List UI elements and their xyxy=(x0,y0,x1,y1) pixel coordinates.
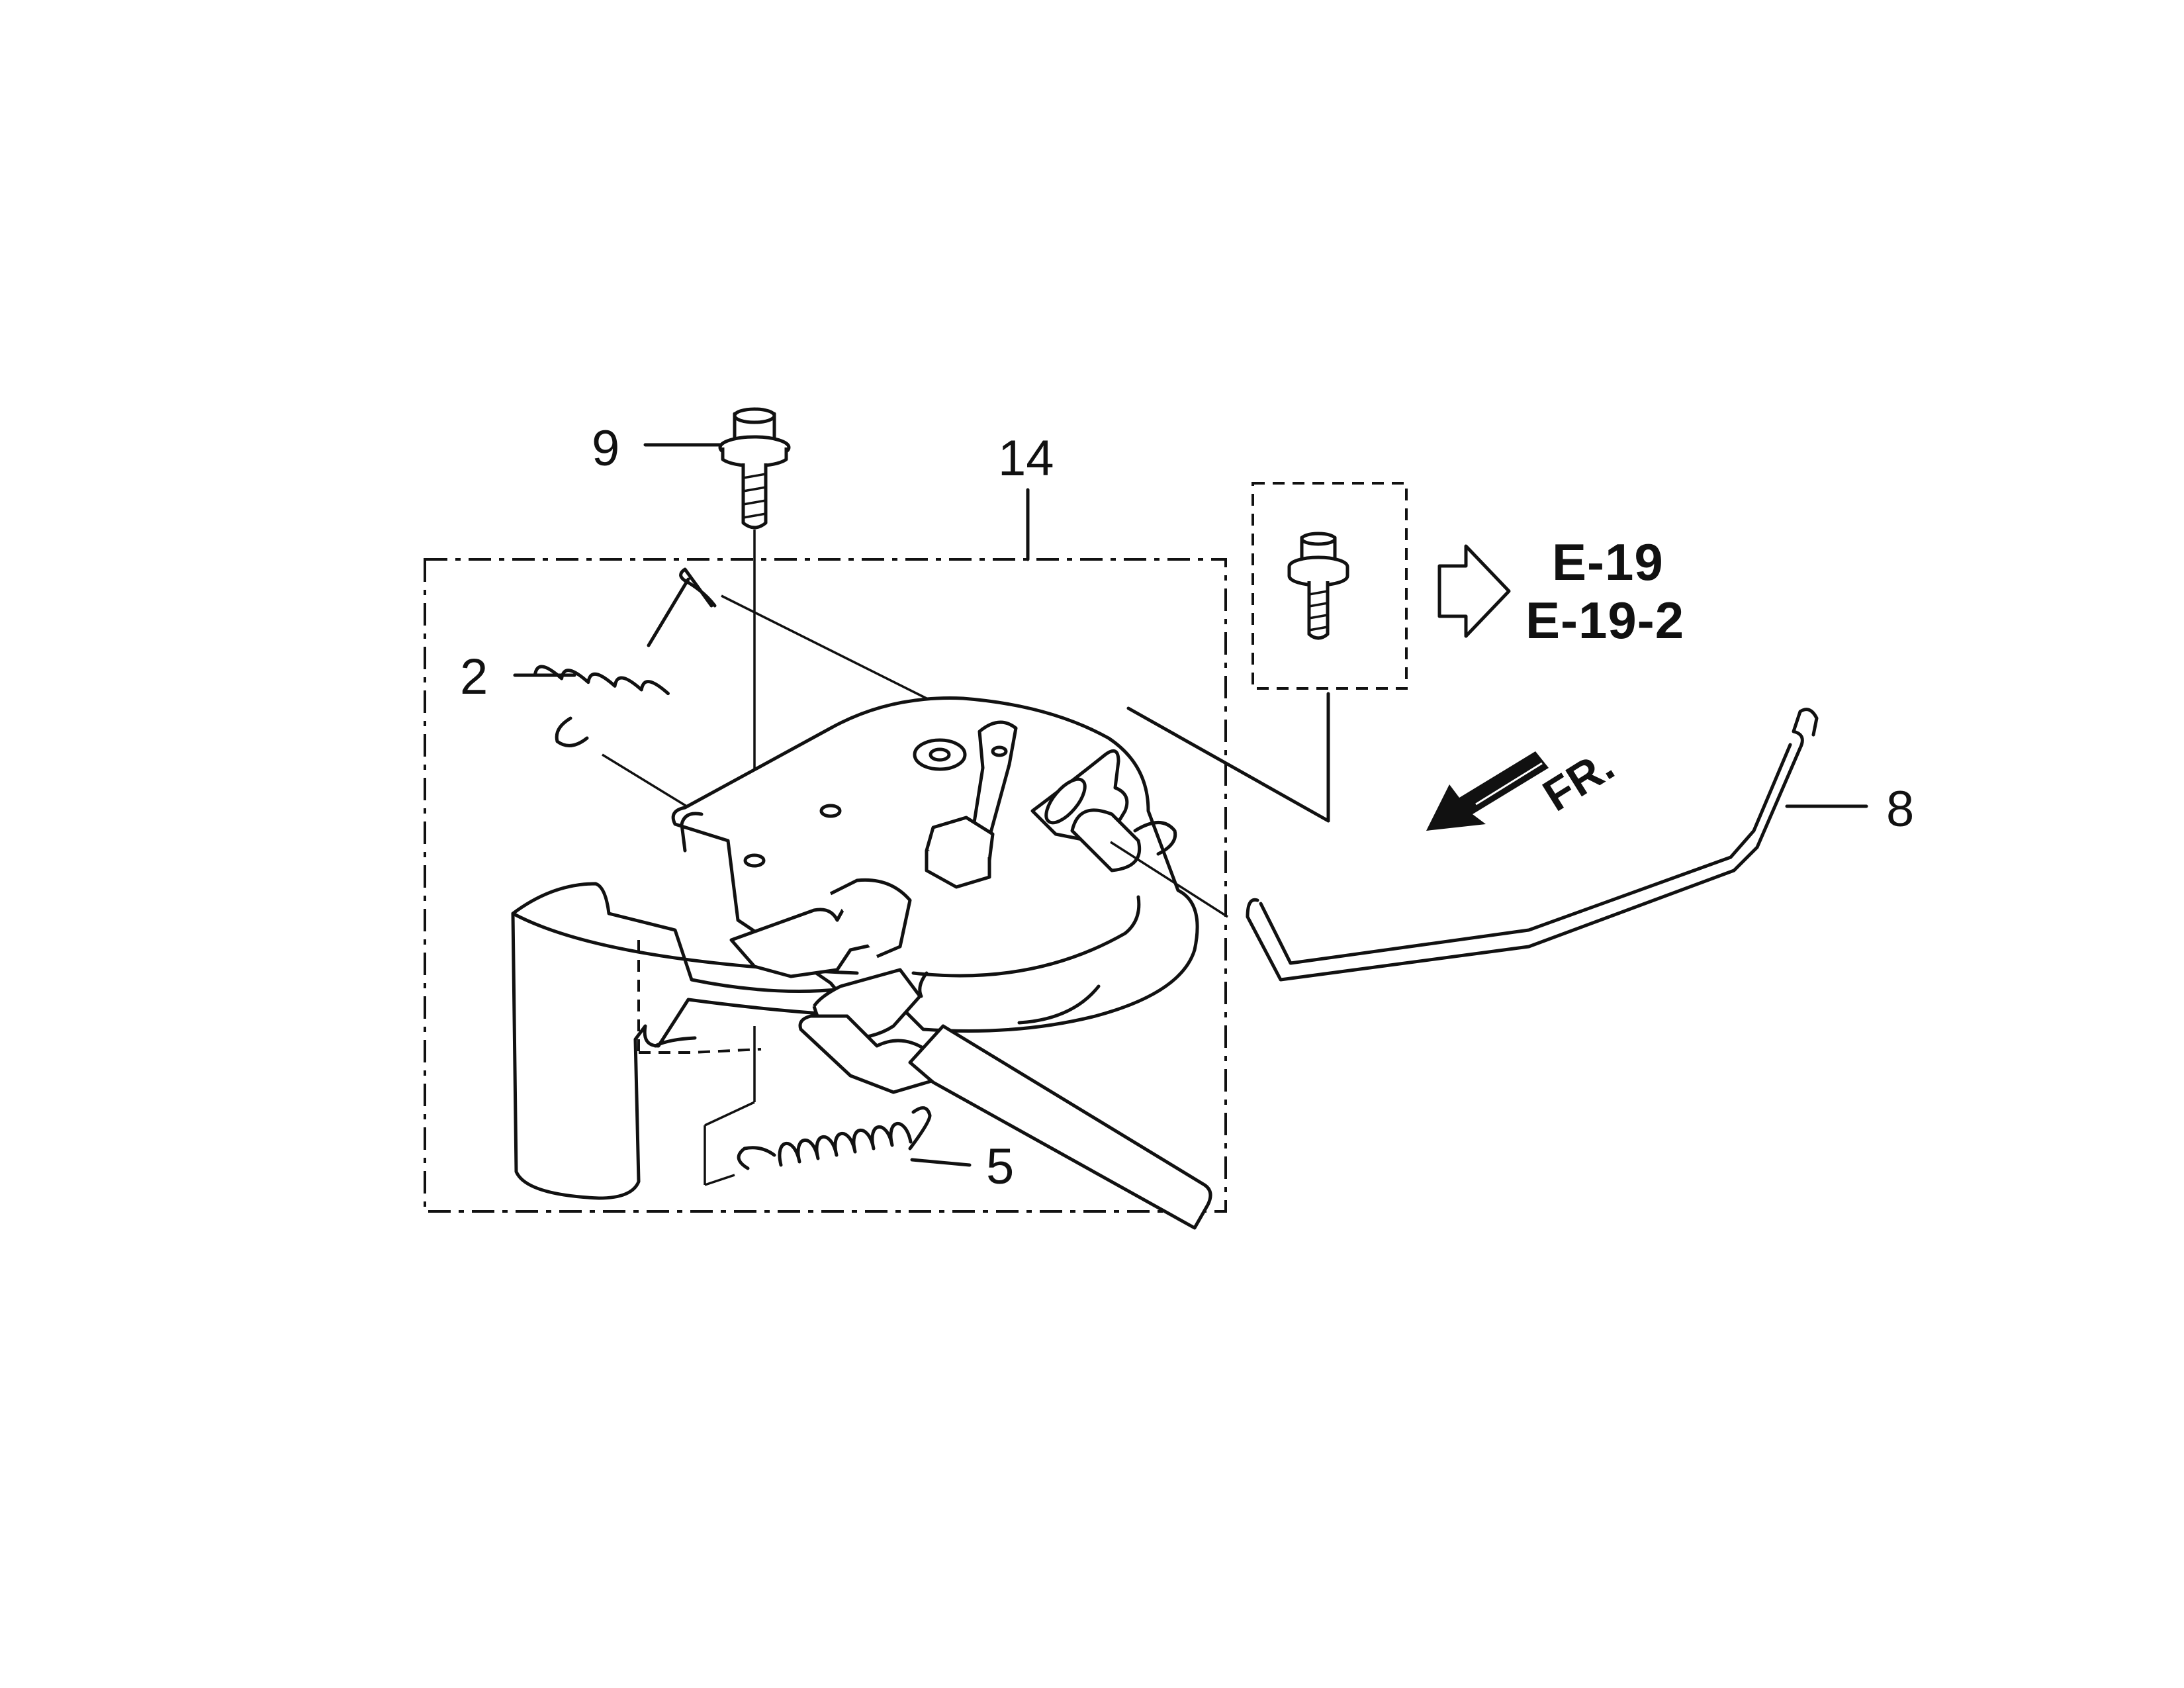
callout-part-2: 2 xyxy=(460,649,488,705)
assembly-group-border xyxy=(424,488,1227,1213)
callout-part-8: 8 xyxy=(1886,781,1915,837)
reference-bolt-box xyxy=(1126,482,1408,823)
callout-part-5: 5 xyxy=(986,1139,1015,1195)
front-arrow-icon xyxy=(1426,751,1549,831)
reference-label-e19: E-19 xyxy=(1552,533,1664,591)
bolt-9-icon xyxy=(643,407,791,831)
reference-label-e19-2: E-19-2 xyxy=(1525,591,1685,649)
reference-arrow-icon xyxy=(1437,544,1511,638)
callout-part-14: 14 xyxy=(998,430,1054,487)
governor-rod-8-icon xyxy=(1110,708,1868,982)
lever-arm-icon xyxy=(908,1024,1212,1230)
linkage-tab-icon xyxy=(729,878,952,1094)
governor-plate-icon xyxy=(671,696,1199,1033)
callout-part-9: 9 xyxy=(592,420,620,477)
spring-5-icon xyxy=(704,1026,972,1186)
